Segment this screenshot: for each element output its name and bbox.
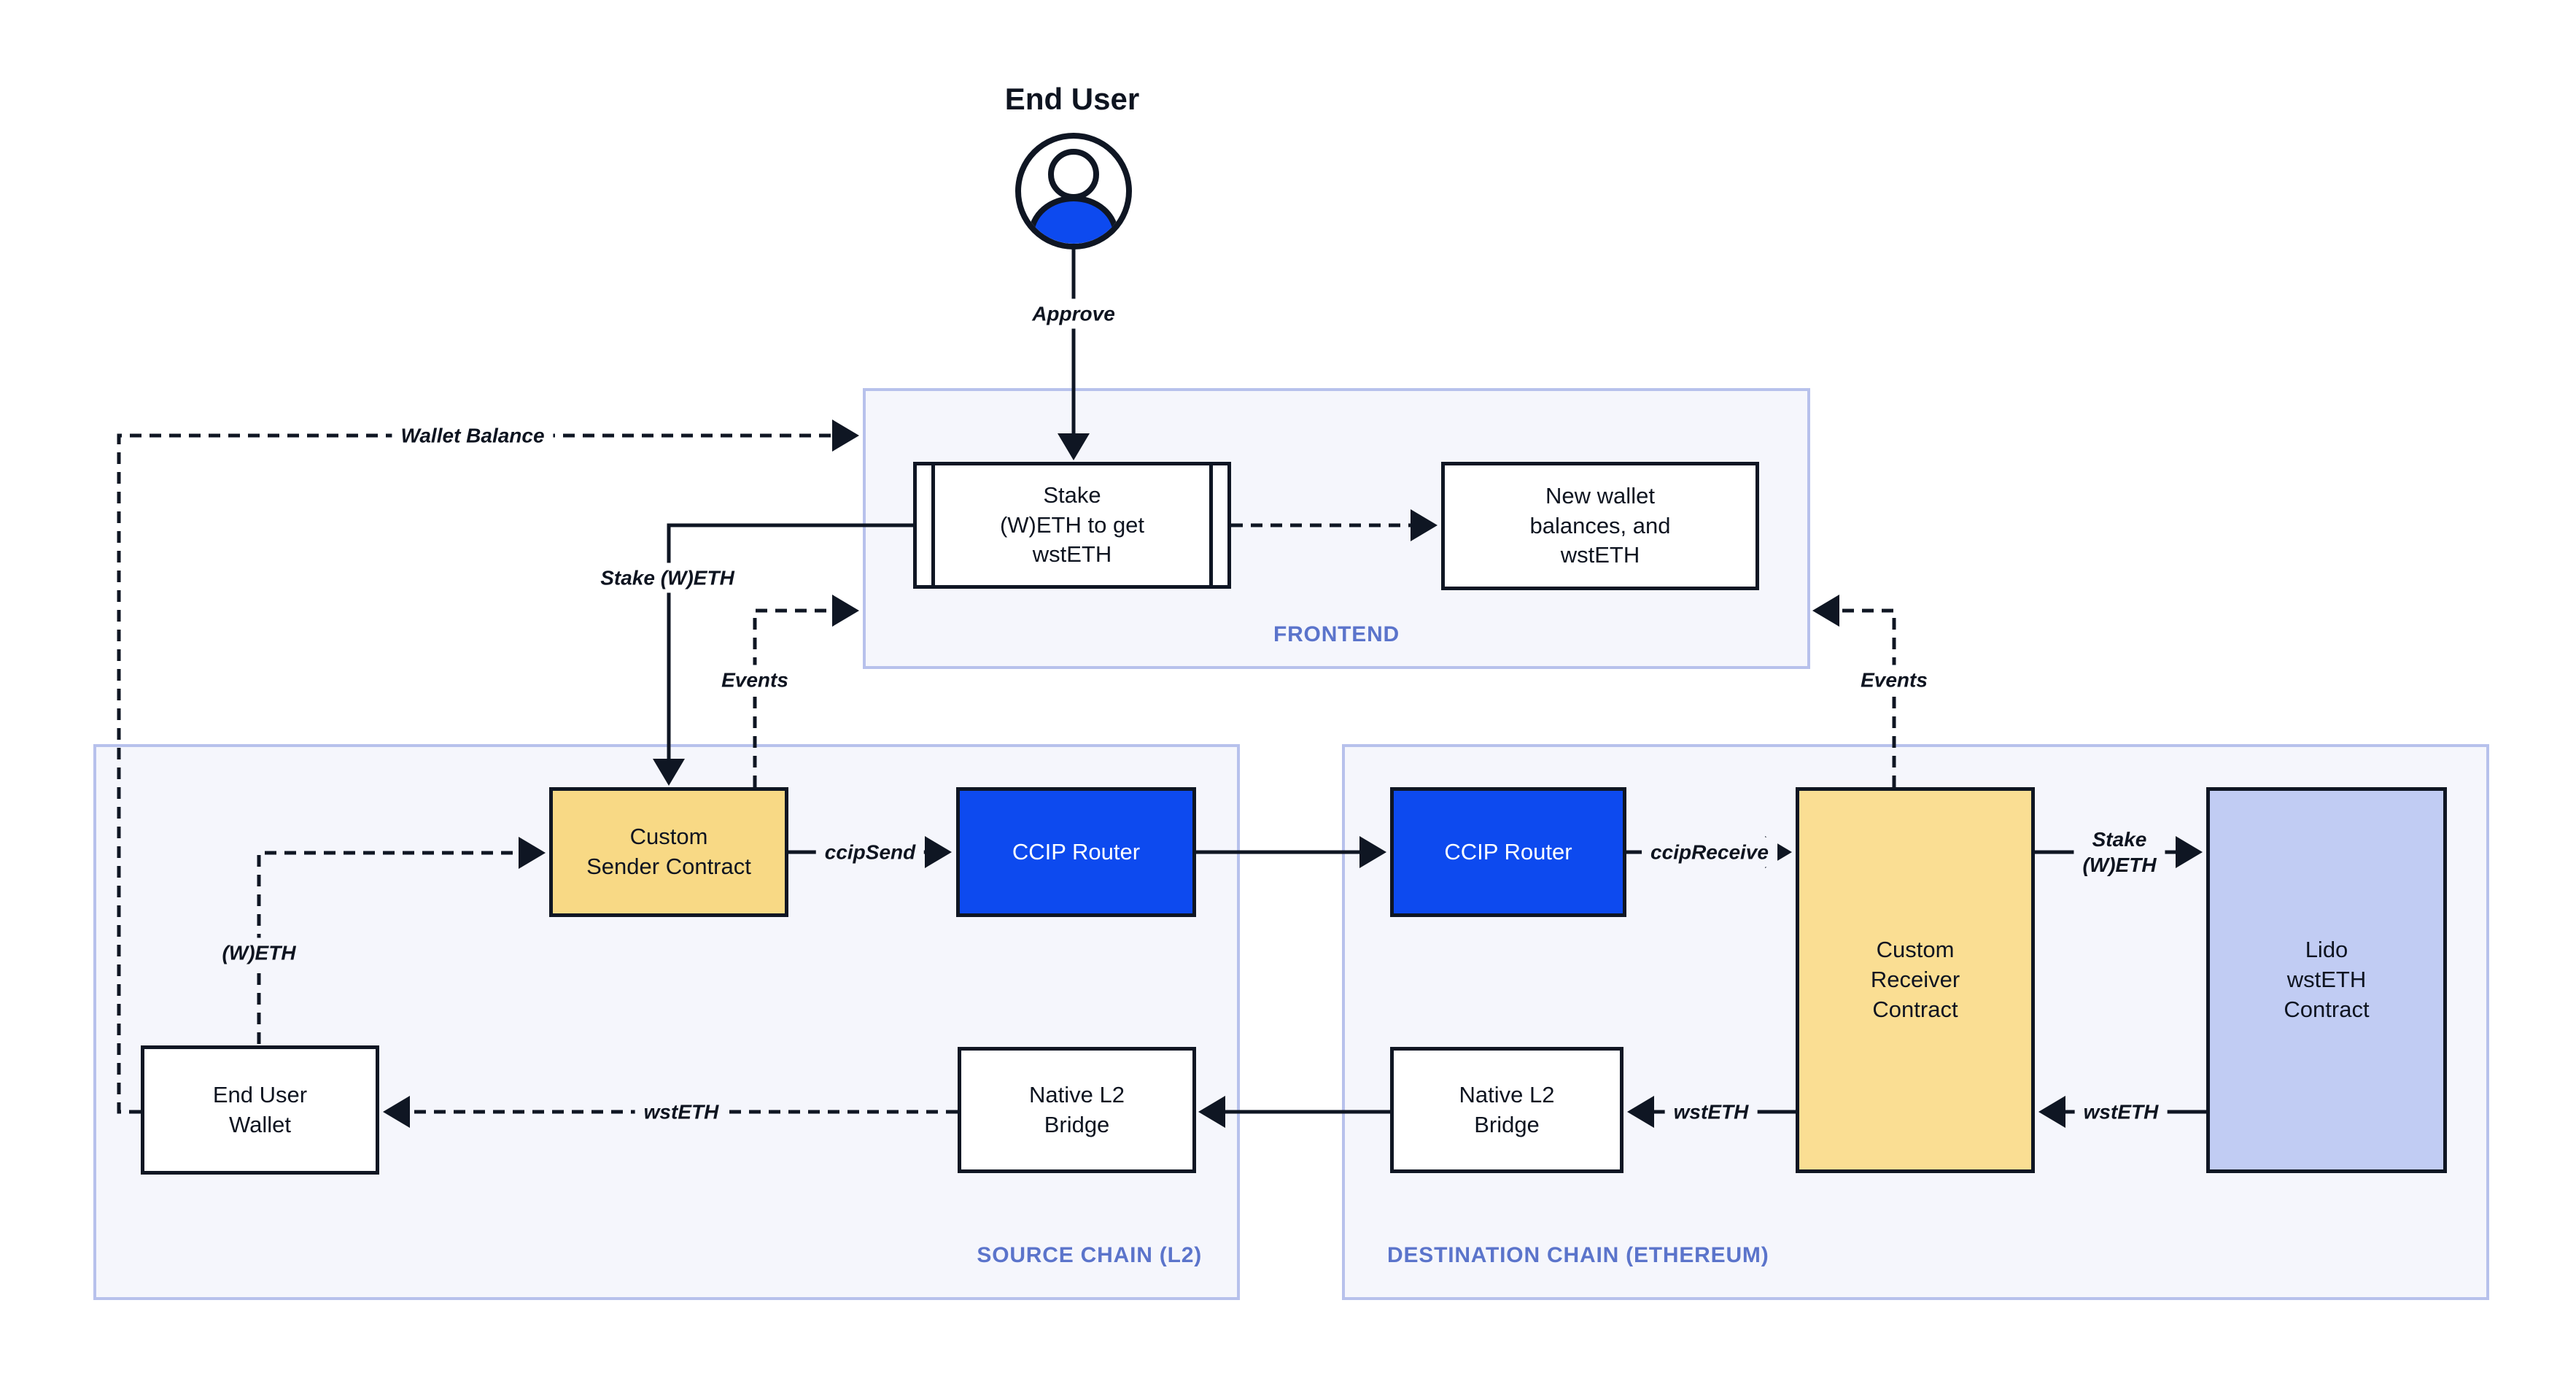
stake-weth-dest-edge-label: Stake (W)ETH xyxy=(2073,824,2165,880)
new-wallet-balances-box: New wallet balances, and wstETH xyxy=(1441,462,1759,590)
arrowhead-ccipsend xyxy=(925,836,952,868)
end-user-icon xyxy=(1015,133,1132,250)
source-chain-zone-label: SOURCE CHAIN (L2) xyxy=(977,1243,1202,1267)
arrowhead-wsteth-bridge-to-wallet xyxy=(383,1096,410,1128)
ccip-router-destination-box: CCIP Router xyxy=(1390,787,1626,917)
native-l2-bridge-destination-box: Native L2 Bridge xyxy=(1390,1047,1623,1173)
end-user-title: End User xyxy=(1004,82,1140,116)
stake-weth-edge-label: Stake (W)ETH xyxy=(591,562,743,593)
ccipreceive-edge-label: ccipReceive xyxy=(1642,837,1777,867)
frontend-zone-label: FRONTEND xyxy=(1273,622,1400,646)
arrowhead-router-to-router xyxy=(1359,836,1386,868)
native-l2-bridge-source-box: Native L2 Bridge xyxy=(958,1047,1196,1173)
stake-weth-ui-box: Stake (W)ETH to get wstETH xyxy=(913,462,1231,589)
arrowhead-events-left xyxy=(832,595,859,627)
lido-wsteth-contract-box: Lido wstETH Contract xyxy=(2206,787,2447,1173)
ccip-router-source-box: CCIP Router xyxy=(956,787,1196,917)
arrowhead-wsteth-receiver-to-bridge xyxy=(1627,1096,1654,1128)
destination-chain-zone-label: DESTINATION CHAIN (ETHEREUM) xyxy=(1387,1243,1769,1267)
end-user-wallet-box: End User Wallet xyxy=(141,1045,379,1175)
wsteth-lido-edge-label: wstETH xyxy=(2074,1097,2168,1127)
arrowhead-stake-weth-dest xyxy=(2176,836,2203,868)
edge-wallet-balance xyxy=(117,433,832,1114)
wallet-balance-edge-label: Wallet Balance xyxy=(392,420,554,451)
events-left-edge-label: Events xyxy=(713,665,797,695)
wsteth-receiver-edge-label: wstETH xyxy=(1664,1097,1758,1127)
arrowhead-bridge-to-bridge xyxy=(1198,1096,1225,1128)
arrowhead-approve xyxy=(1058,433,1090,460)
arrowhead-stake-to-newwallet xyxy=(1411,509,1438,541)
wsteth-bridge-edge-label: wstETH xyxy=(635,1097,728,1127)
events-right-edge-label: Events xyxy=(1852,665,1936,695)
edge-weth xyxy=(257,851,519,1044)
arrowhead-weth xyxy=(519,837,546,869)
arrowhead-wallet-balance xyxy=(832,419,859,452)
arrowhead-wsteth-lido-to-receiver xyxy=(2038,1096,2065,1128)
edge-events-right xyxy=(1839,608,1896,787)
approve-edge-label: Approve xyxy=(1023,298,1124,329)
edge-events-left xyxy=(753,608,832,787)
custom-sender-contract-box: Custom Sender Contract xyxy=(549,787,788,917)
weth-edge-label: (W)ETH xyxy=(213,937,305,968)
arrowhead-events-right xyxy=(1812,595,1839,627)
arrowhead-stake-weth xyxy=(653,759,685,786)
custom-receiver-contract-box: Custom Receiver Contract xyxy=(1796,787,2035,1173)
ccipsend-edge-label: ccipSend xyxy=(815,837,925,867)
edge-stake-weth xyxy=(667,523,913,759)
